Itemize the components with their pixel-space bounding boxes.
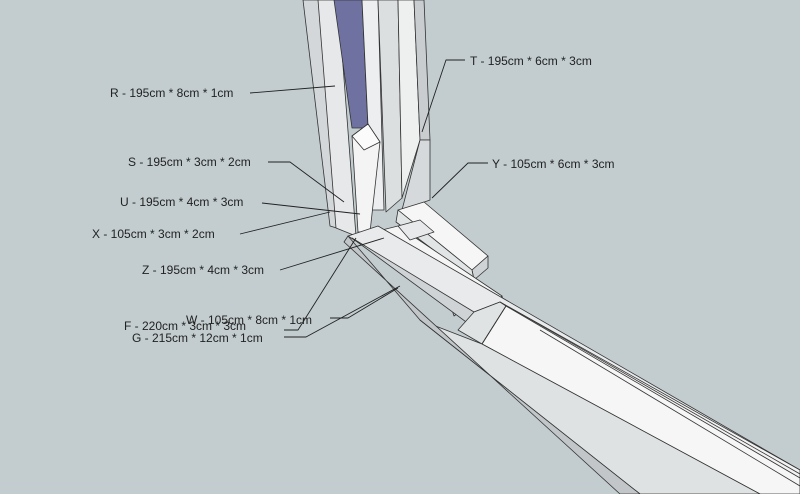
label-x: X - 105cm * 3cm * 2cm (92, 227, 215, 241)
leader-lines (239, 59, 488, 338)
label-z: Z - 195cm * 4cm * 3cm (142, 263, 265, 277)
floor-boards (343, 225, 800, 494)
label-s: S - 195cm * 3cm * 2cm (128, 155, 251, 169)
label-g: G - 215cm * 12cm * 1cm (132, 331, 263, 345)
label-t: T - 195cm * 6cm * 3cm (470, 54, 592, 68)
vertical-post (302, 0, 431, 237)
label-w: W - 105cm * 8cm * 1cm (186, 313, 313, 327)
label-y: Y - 105cm * 6cm * 3cm (492, 157, 615, 171)
label-r: R - 195cm * 8cm * 1cm (110, 86, 234, 100)
label-u: U - 195cm * 4cm * 3cm (120, 195, 244, 209)
label-f: F - 220cm * 3cm * 3cm (124, 319, 247, 333)
